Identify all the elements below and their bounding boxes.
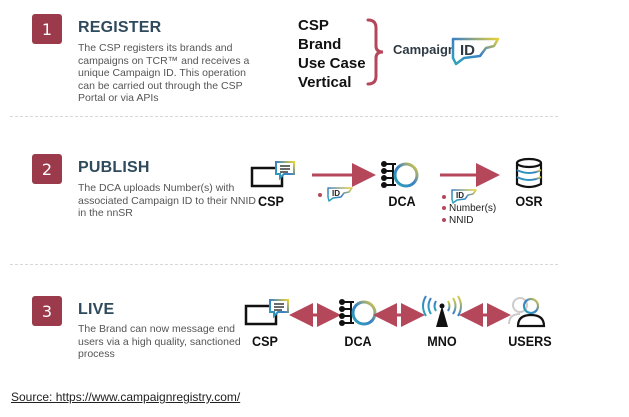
step-2-description: The DCA uploads Number(s) with associate…: [78, 182, 256, 219]
arrow2-item-nnid: NNID: [442, 215, 473, 226]
arrow2-item-numbers: Number(s): [442, 203, 496, 214]
live-node-mno: MNO: [427, 333, 457, 349]
step-1-description: The CSP registers its brands and campaig…: [78, 42, 250, 104]
field-brand: Brand: [298, 36, 342, 53]
step-2-badge: 2: [32, 154, 62, 184]
divider-2: [10, 264, 558, 265]
publish-node-dca: DCA: [388, 193, 416, 209]
arrow1-id-label: ID: [332, 189, 340, 198]
bidirectional-arrow-icon: [459, 303, 511, 327]
step-3-title: LIVE: [78, 301, 115, 318]
step-1-badge: 1: [32, 14, 62, 44]
users-icon: [508, 297, 546, 328]
field-use-case: Use Case: [298, 55, 366, 72]
field-csp: CSP: [298, 17, 329, 34]
step-2-title: PUBLISH: [78, 159, 150, 176]
publish-node-csp: CSP: [258, 193, 284, 209]
divider-1: [10, 116, 558, 117]
dca-hub-icon: [339, 299, 377, 326]
small-id-icon: ID: [451, 189, 477, 204]
step-1-title: REGISTER: [78, 19, 162, 36]
step-3-description: The Brand can now message end users via …: [78, 323, 241, 360]
laptop-chat-icon: [250, 161, 295, 190]
arrow2-id-label: ID: [456, 191, 464, 200]
arrow-dca-to-osr: [440, 163, 500, 187]
campaign-label: Campaign: [393, 42, 456, 57]
antenna-signal-icon: [422, 295, 462, 327]
bullet-dot: [442, 195, 446, 199]
arrow-csp-to-dca: [312, 163, 376, 187]
publish-node-osr: OSR: [515, 193, 543, 209]
bidirectional-arrow-icon: [373, 303, 425, 327]
dca-hub-icon: [381, 161, 419, 188]
field-vertical: Vertical: [298, 74, 352, 91]
live-node-csp: CSP: [252, 333, 278, 349]
curly-brace-icon: [366, 18, 384, 86]
source-link[interactable]: Source: https://www.campaignregistry.com…: [11, 390, 241, 404]
live-node-dca: DCA: [344, 333, 372, 349]
small-id-icon: ID: [327, 187, 353, 202]
bidirectional-arrow-icon: [289, 303, 341, 327]
step-3-badge: 3: [32, 296, 62, 326]
campaign-id-icon: ID: [451, 37, 500, 66]
live-node-users: USERS: [508, 333, 552, 349]
campaign-id-text: ID: [460, 42, 475, 59]
bullet-dot: [318, 193, 322, 197]
register-fields: CSP Brand Use Case Vertical: [298, 16, 366, 92]
laptop-chat-icon: [244, 299, 289, 328]
database-icon: [515, 157, 543, 189]
